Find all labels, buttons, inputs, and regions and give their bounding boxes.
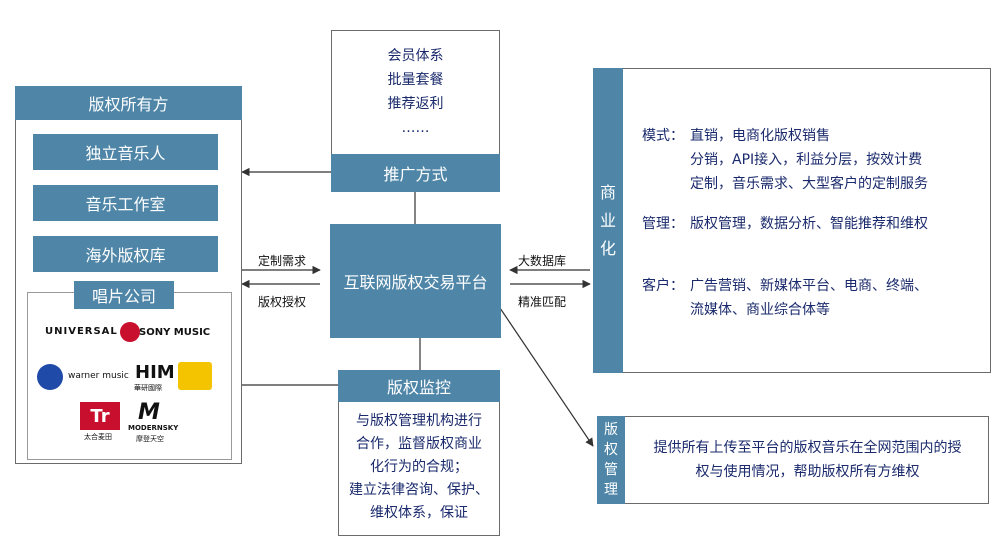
manage-line: 版权管理，数据分析、智能推荐和维权 <box>690 216 928 232</box>
monitor-line: 化行为的合规； <box>370 459 468 475</box>
rights-label: 版 权 管 理 <box>597 416 625 504</box>
rights-panel <box>597 416 989 504</box>
owner-item-studio: 音乐工作室 <box>33 185 218 221</box>
warner-logo-mark <box>37 364 63 390</box>
owner-item-indie: 独立音乐人 <box>33 134 218 170</box>
monitor-line: 与版权管理机构进行 <box>356 413 482 429</box>
taihe-logo: Tr <box>80 402 120 430</box>
commercial-label: 商 业 化 <box>593 68 623 373</box>
him-logo-text: HIM <box>135 362 175 383</box>
owner-item-label: 音乐工作室 <box>85 195 166 214</box>
rights-text: 提供所有上传至平台的版权音乐在全网范围内的授 权与使用情况，帮助版权所有方维权 <box>630 436 985 484</box>
mode-line: 直销，电商化版权销售 <box>690 128 830 144</box>
universal-logo-text: UNIVERSAL <box>45 326 118 337</box>
monitor-line: 维权体系，保证 <box>370 505 468 521</box>
him-logo-subtext: 華研國際 <box>134 384 162 392</box>
promo-lines: 会员体系 批量套餐 推荐返利 …… <box>331 44 500 140</box>
warner-logo: warner music <box>68 371 129 381</box>
modernsky-logo-mark: M <box>138 400 160 425</box>
commercial-label-char: 化 <box>599 238 616 258</box>
customer-line: 流媒体、商业综合体等 <box>690 302 830 318</box>
custom-demand-label: 定制需求 <box>258 254 307 268</box>
taihe-logo-sub: 太合麦田 <box>84 432 112 442</box>
him-logo: HIM <box>135 362 175 383</box>
rights-line: 提供所有上传至平台的版权音乐在全网范围内的授 <box>653 440 962 456</box>
copyright-owner-title: 版权所有方 <box>88 95 169 114</box>
match-label: 精准匹配 <box>518 295 567 309</box>
monitor-text: 与版权管理机构进行 合作，监督版权商业 化行为的合规； 建立法律咨询、保护、 维… <box>338 410 500 525</box>
commercial-label-char: 业 <box>599 210 616 230</box>
him-logo-sub: 華研國際 <box>134 383 162 393</box>
taihe-logo-subtext: 太合麦田 <box>84 433 112 441</box>
rights-line: 权与使用情况，帮助版权所有方维权 <box>695 464 920 480</box>
modernsky-logo-text: MODERNSKY <box>128 424 179 432</box>
copyright-owner-header: 版权所有方 <box>15 86 242 120</box>
monitor-line: 建立法律咨询、保护、 <box>349 482 489 498</box>
license-label: 版权授权 <box>258 295 307 309</box>
platform-box: 互联网版权交易平台 <box>330 224 501 338</box>
promo-line: …… <box>401 120 430 136</box>
platform-title: 互联网版权交易平台 <box>343 273 488 292</box>
rights-label-char: 版 <box>604 422 618 438</box>
promo-line: 批量套餐 <box>387 72 444 88</box>
monitor-title: 版权监控 <box>386 378 451 397</box>
rights-label-char: 权 <box>604 442 618 458</box>
customer-key: 客户： <box>642 278 684 294</box>
modernsky-logo: MODERNSKY <box>128 424 178 432</box>
promo-line: 推荐返利 <box>387 96 444 112</box>
modernsky-logo-sub: 摩登天空 <box>136 434 164 444</box>
warner-logo-text: warner music <box>68 371 129 381</box>
rights-label-char: 理 <box>604 482 618 498</box>
sony-logo-mark <box>120 322 140 342</box>
mode-lines: 直销，电商化版权销售 分销，API接入，利益分层，按效计费 定制，音乐需求、大型… <box>690 124 928 196</box>
modernsky-logo-subtext: 摩登天空 <box>136 435 164 443</box>
universal-logo: UNIVERSAL <box>45 326 118 337</box>
owner-item-label: 独立音乐人 <box>85 144 166 163</box>
customer-lines: 广告营销、新媒体平台、电商、终端、 流媒体、商业综合体等 <box>690 274 928 322</box>
mode-line: 定制，音乐需求、大型客户的定制服务 <box>690 176 928 192</box>
record-label-title: 唱片公司 <box>91 287 156 306</box>
sony-logo-text: SONY MUSIC <box>139 327 211 338</box>
promo-title: 推广方式 <box>383 165 448 184</box>
taihe-logo-text: Tr <box>90 405 110 427</box>
owner-item-label: 海外版权库 <box>85 246 166 265</box>
rights-label-char: 管 <box>604 462 618 478</box>
bigdata-label: 大数据库 <box>518 254 567 268</box>
sony-logo: SONY MUSIC <box>139 327 210 338</box>
mode-key: 模式： <box>642 128 684 144</box>
monitor-line: 合作，监督版权商业 <box>356 436 482 452</box>
platform-to-rights-arrow <box>499 307 594 447</box>
rock-records-logo <box>178 362 212 390</box>
record-label-header: 唱片公司 <box>74 281 174 309</box>
promo-header: 推广方式 <box>331 154 500 192</box>
promo-line: 会员体系 <box>387 48 444 64</box>
owner-item-overseas: 海外版权库 <box>33 236 218 272</box>
manage-key: 管理： <box>642 216 684 232</box>
commercial-label-char: 商 <box>599 182 616 202</box>
mode-line: 分销，API接入，利益分层，按效计费 <box>690 152 923 168</box>
monitor-header: 版权监控 <box>338 370 500 402</box>
customer-line: 广告营销、新媒体平台、电商、终端、 <box>690 278 928 294</box>
